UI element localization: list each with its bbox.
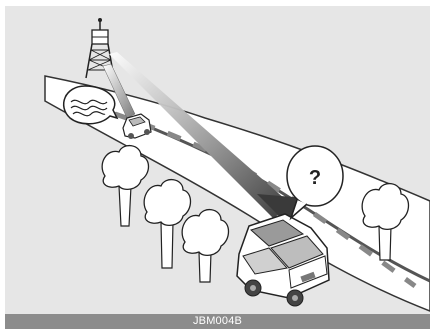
figure-caption: JBM004B bbox=[5, 314, 430, 329]
illustration-panel: ? bbox=[5, 6, 430, 314]
tree-icon bbox=[182, 210, 228, 282]
tree-icon bbox=[102, 146, 148, 226]
radio-reception-illustration: ? bbox=[5, 6, 430, 314]
question-mark-text: ? bbox=[309, 167, 321, 189]
